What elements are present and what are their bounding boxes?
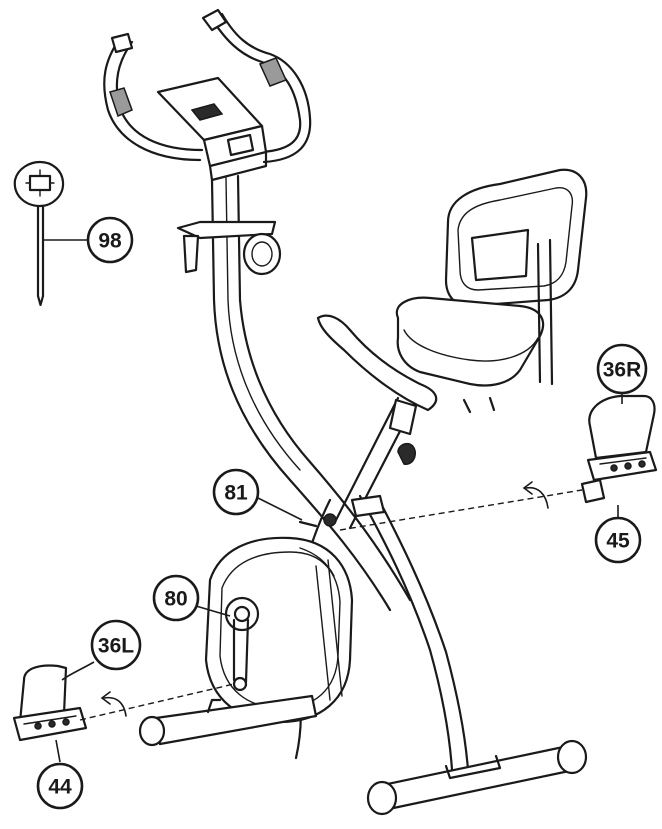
console xyxy=(156,76,268,182)
front-post xyxy=(210,174,412,612)
backrest xyxy=(444,168,588,308)
crank-bolt-81 xyxy=(298,513,337,528)
svg-text:98: 98 xyxy=(98,230,122,253)
callout-81: 81 xyxy=(212,468,260,516)
callout-36R: 36R xyxy=(596,343,648,395)
svg-text:45: 45 xyxy=(606,530,630,553)
callout-44: 44 xyxy=(36,762,84,810)
svg-text:80: 80 xyxy=(164,588,187,611)
cup-holder xyxy=(176,220,282,276)
assembly-line-right xyxy=(339,489,583,531)
leader-81 xyxy=(257,497,303,521)
rear-stabilizer xyxy=(366,739,588,816)
leader-44 xyxy=(55,739,61,763)
leader-80 xyxy=(195,605,231,617)
pedal-left xyxy=(12,664,88,742)
callout-98: 98 xyxy=(86,216,134,264)
rotation-arrow-icon xyxy=(522,481,549,509)
callout-36L: 36L xyxy=(90,619,142,671)
rotation-arrow-icon xyxy=(100,691,127,717)
leader-36L xyxy=(61,661,95,681)
crank-arm xyxy=(224,596,260,692)
svg-text:36L: 36L xyxy=(98,635,134,658)
callout-80: 80 xyxy=(152,574,200,622)
pedal-right xyxy=(580,394,658,504)
seat xyxy=(316,238,554,414)
svg-text:36R: 36R xyxy=(603,359,642,382)
flywheel-housing xyxy=(204,536,354,724)
front-stabilizer xyxy=(138,694,318,747)
handlebar xyxy=(103,8,312,164)
svg-text:44: 44 xyxy=(48,776,72,799)
callout-45: 45 xyxy=(594,516,642,564)
svg-text:81: 81 xyxy=(224,482,248,505)
wrench-icon xyxy=(13,160,65,307)
assembly-line-left xyxy=(79,683,235,721)
